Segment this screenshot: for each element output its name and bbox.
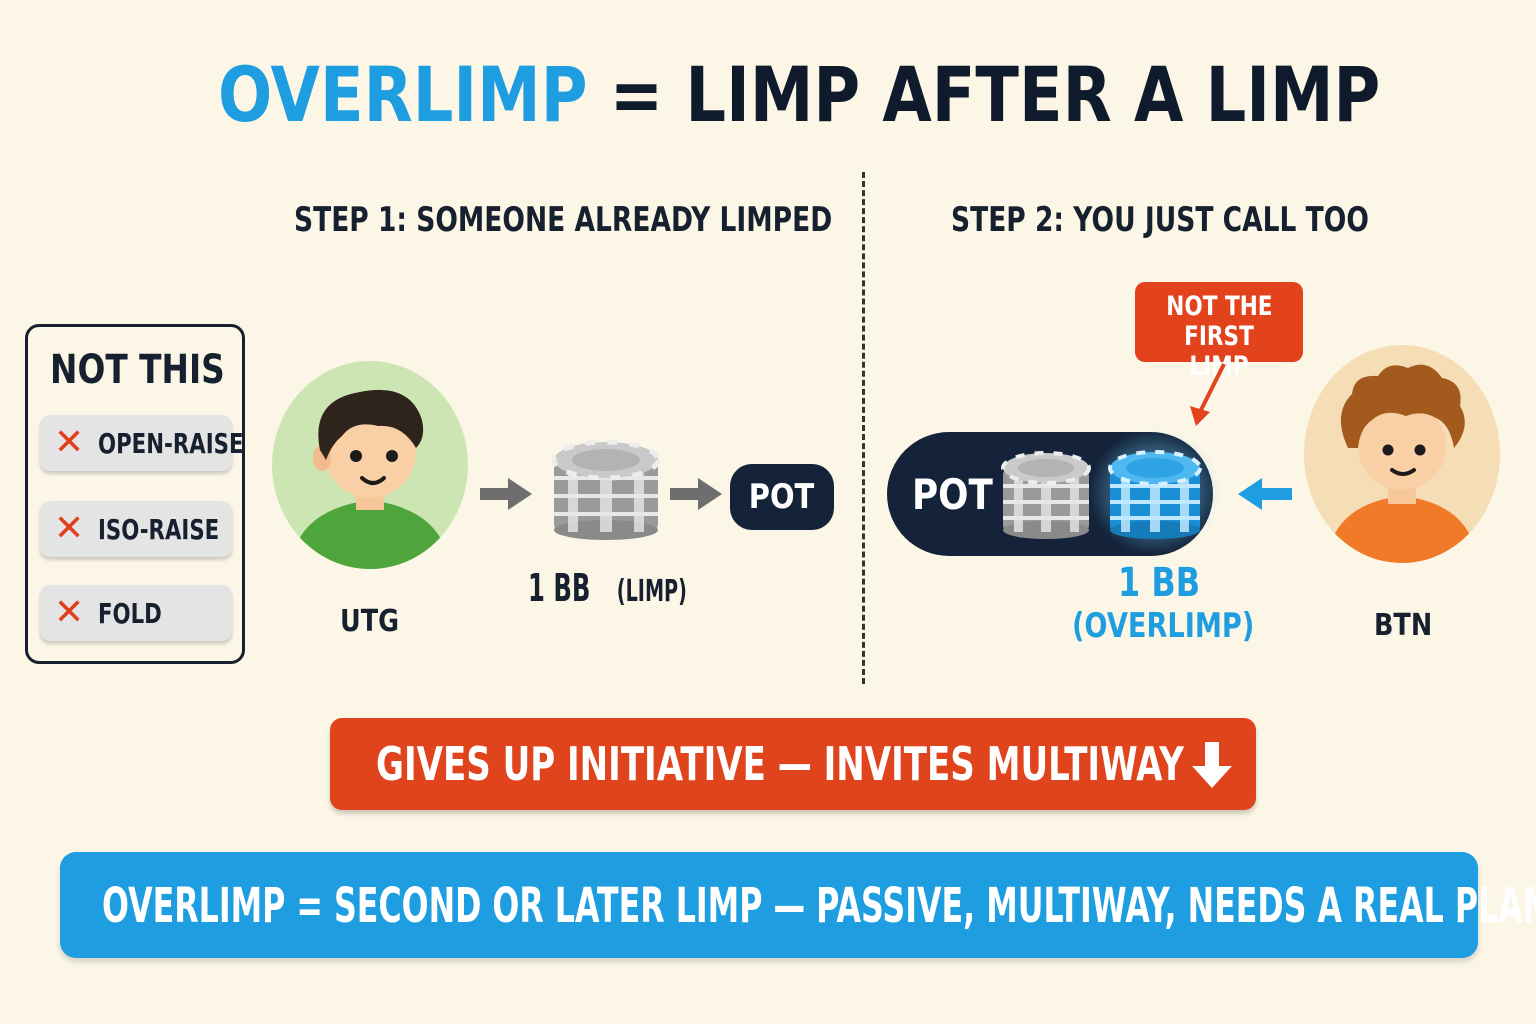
step1-pot: POT <box>730 464 834 530</box>
step-divider <box>862 172 865 684</box>
title-rest: = LIMP AFTER A LIMP <box>587 50 1381 139</box>
arrow-down-icon <box>1192 742 1232 788</box>
not-first-limp-callout: NOT THE FIRST LIMP <box>1135 282 1303 382</box>
warning-banner: GIVES UP INITIATIVE — INVITES MULTIWAY <box>330 718 1256 810</box>
step2-chip-amount: 1 BB <box>1118 560 1201 606</box>
warning-text: GIVES UP INITIATIVE — INVITES MULTIWAY <box>376 737 1184 791</box>
x-mark-icon: ✕ <box>54 592 85 633</box>
chip-stack-icon <box>1001 451 1091 539</box>
step2-chip-note: (OVERLIMP) <box>1072 606 1255 646</box>
utg-avatar <box>272 361 468 569</box>
arrow-right-icon <box>670 478 722 510</box>
not-this-item-fold: ✕ FOLD <box>40 585 232 641</box>
x-mark-icon: ✕ <box>54 422 85 463</box>
x-mark-icon: ✕ <box>54 508 85 549</box>
utg-label: UTG <box>340 604 400 639</box>
summary-text: OVERLIMP = SECOND OR LATER LIMP — PASSIV… <box>102 878 1536 934</box>
chip-stack-icon <box>1089 429 1221 555</box>
not-this-item-iso-raise: ✕ ISO-RAISE <box>40 501 232 557</box>
arrow-right-icon <box>480 478 532 510</box>
chip-stack-icon <box>551 439 661 540</box>
btn-label: BTN <box>1374 608 1433 643</box>
summary-banner: OVERLIMP = SECOND OR LATER LIMP — PASSIV… <box>60 852 1536 958</box>
title-highlight: OVERLIMP <box>218 50 588 139</box>
btn-avatar <box>1304 345 1500 563</box>
callout-pointer-arrow <box>1190 363 1226 426</box>
not-this-item-open-raise: ✕ OPEN-RAISE <box>40 415 244 471</box>
step2-title: STEP 2: YOU JUST CALL TOO <box>951 200 1369 240</box>
step1-title: STEP 1: SOMEONE ALREADY LIMPED <box>294 200 833 240</box>
step1-chip-caption: 1 BB (LIMP) <box>528 566 687 610</box>
not-this-panel: NOT THIS ✕ OPEN-RAISE ✕ ISO-RAISE ✕ FOLD <box>25 324 245 664</box>
arrow-left-icon <box>1238 478 1292 510</box>
page-title: OVERLIMP = LIMP AFTER A LIMP <box>218 40 1418 150</box>
not-this-title: NOT THIS <box>50 347 225 393</box>
step2-pot-label: POT <box>912 470 993 519</box>
